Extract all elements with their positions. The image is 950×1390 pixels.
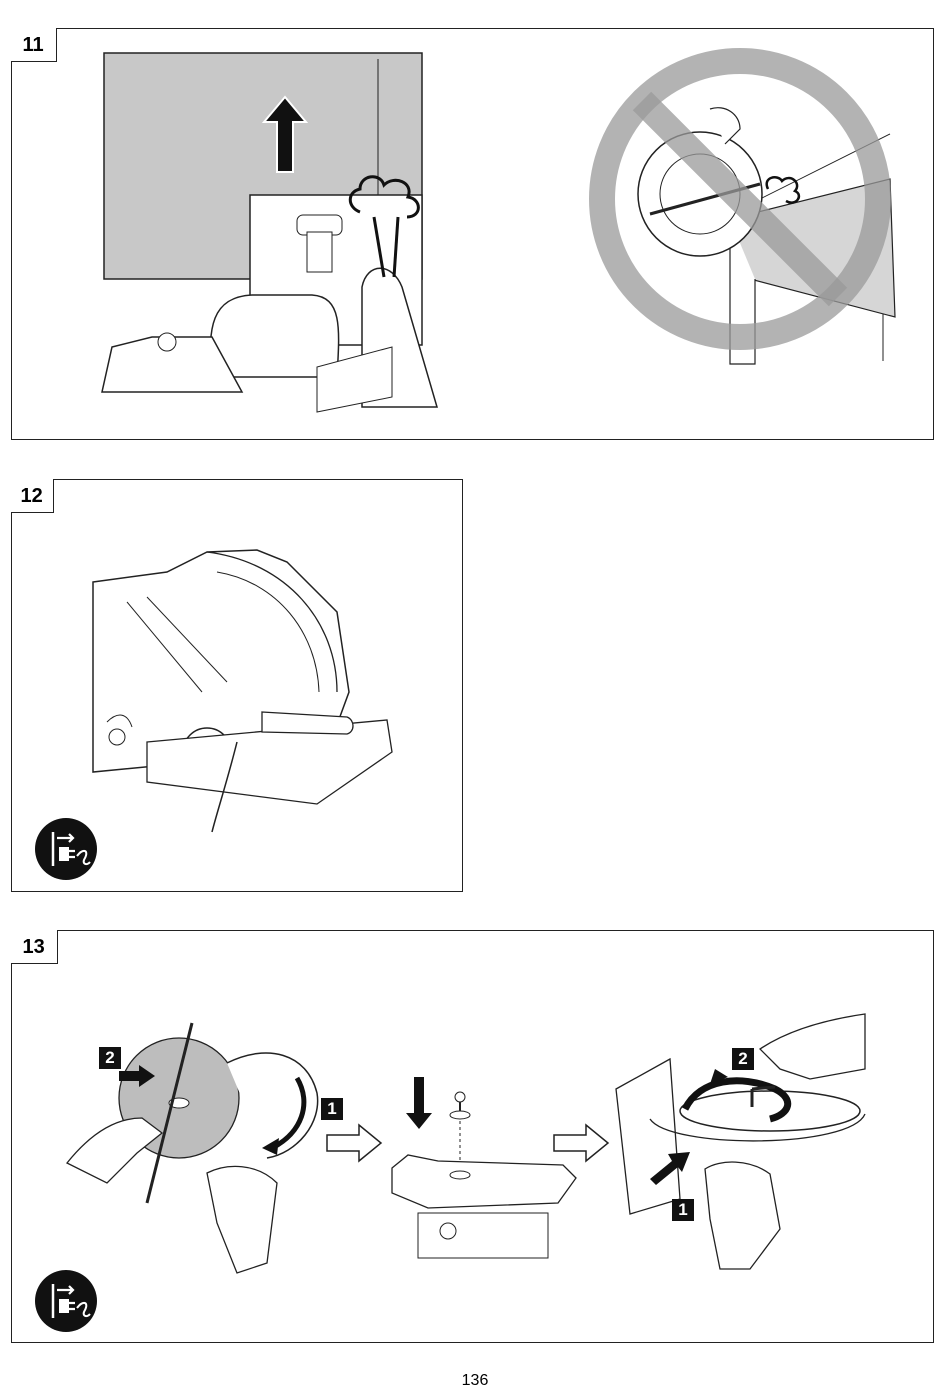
figure-number: 11 [11,28,57,62]
figure-13-panel: 13 2 1 [11,930,934,1343]
step-badge: 1 [321,1098,343,1120]
arrow-right-icon [552,1123,612,1163]
unplug-icon [35,818,97,880]
dust-puff-icon [767,177,799,202]
figure-12-panel: 12 [11,479,463,892]
arrow-down-icon [406,1077,432,1129]
unplug-icon [35,1270,97,1332]
prohibited-cut-illustration [590,69,910,369]
saw-blade-guard-illustration [87,542,407,842]
figure-11-panel: 11 [11,28,934,440]
page-number: 136 [0,1372,950,1390]
figure-number: 12 [11,479,54,513]
saw-lift-illustration [92,47,452,407]
step-badge: 1 [672,1199,694,1221]
step-badge: 2 [99,1047,121,1069]
washer-install-illustration [388,1073,588,1263]
step-badge: 2 [732,1048,754,1070]
arrow-right-icon [325,1123,385,1163]
figure-number: 13 [11,930,58,964]
